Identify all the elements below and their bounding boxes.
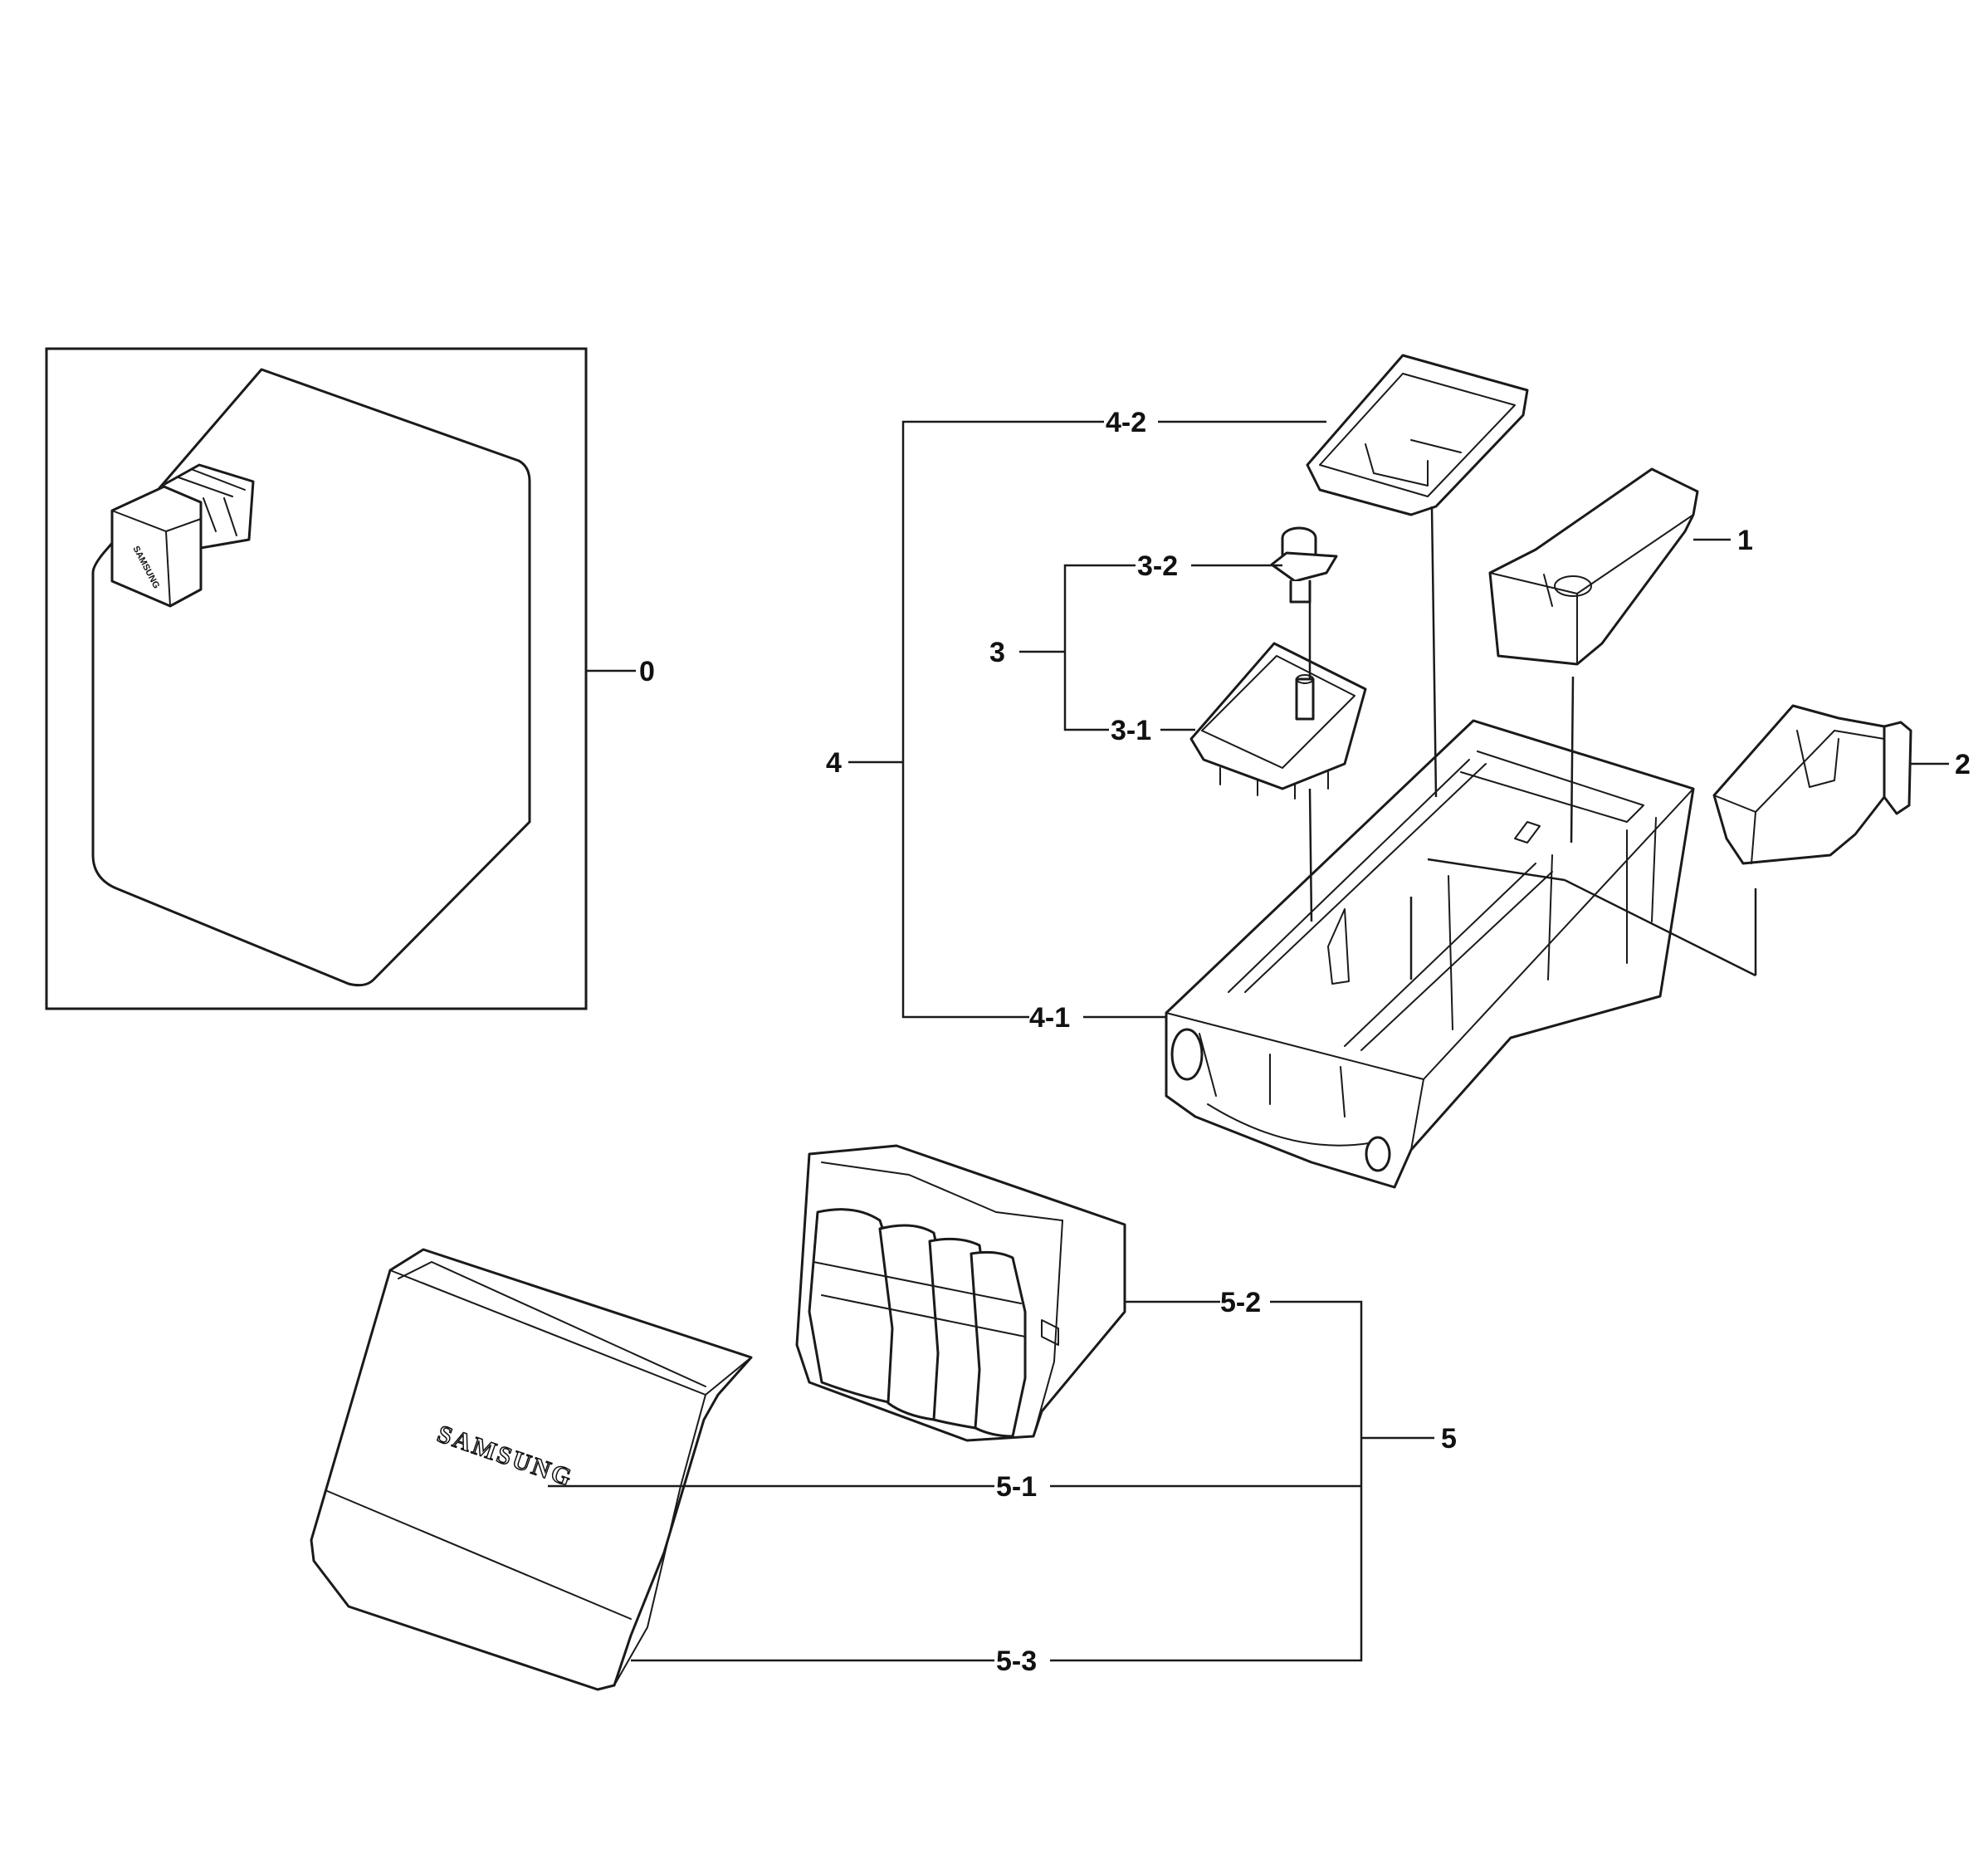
callout-group-5: 5-2 5 5-1 5-3: [548, 1287, 1457, 1677]
assembly-guide-lines: [1308, 506, 1757, 980]
part-3-1-siphon-cup[interactable]: [1189, 642, 1367, 800]
callout-5-2: 5-2: [1220, 1287, 1261, 1318]
callout-4: 4: [826, 747, 842, 779]
overview-frame: [45, 347, 588, 1010]
part-4-2-top-cup[interactable]: [1306, 354, 1529, 516]
callout-5-1: 5-1: [996, 1471, 1037, 1503]
callout-3-2: 3-2: [1137, 550, 1178, 582]
washer-body-icon: [91, 368, 531, 987]
callout-3: 3: [989, 637, 1005, 668]
callout-group-3: 3-2 3 3-1: [989, 550, 1282, 746]
callout-4-1: 4-1: [1029, 1002, 1070, 1034]
callout-3-1: 3-1: [1111, 715, 1151, 746]
callout-2: 2: [1955, 749, 1971, 780]
callout-5-3: 5-3: [996, 1646, 1037, 1677]
part-2-prewash-cup[interactable]: [1712, 704, 1912, 865]
callout-group-2: 2: [1909, 749, 1971, 780]
callout-4-2: 4-2: [1106, 407, 1146, 438]
part-1-main-cup[interactable]: [1488, 467, 1699, 666]
callout-group-4: 4-2 4 4-1: [826, 407, 1326, 1034]
washer-drawer-icon: SAMSUNG: [110, 463, 255, 608]
part-4-1-drawer-housing[interactable]: [1165, 719, 1695, 1189]
part-5-front-panel[interactable]: SAMSUNG: [310, 1248, 753, 1691]
part-3-2-cap[interactable]: [1270, 526, 1338, 604]
callout-1: 1: [1737, 525, 1753, 556]
callout-group-1: 1: [1693, 525, 1753, 556]
part-5-2-drawer-frame[interactable]: [795, 1144, 1126, 1442]
part-0-washer-overview[interactable]: SAMSUNG 0: [45, 347, 655, 1010]
callout-5: 5: [1441, 1423, 1457, 1455]
callout-0: 0: [639, 656, 655, 687]
